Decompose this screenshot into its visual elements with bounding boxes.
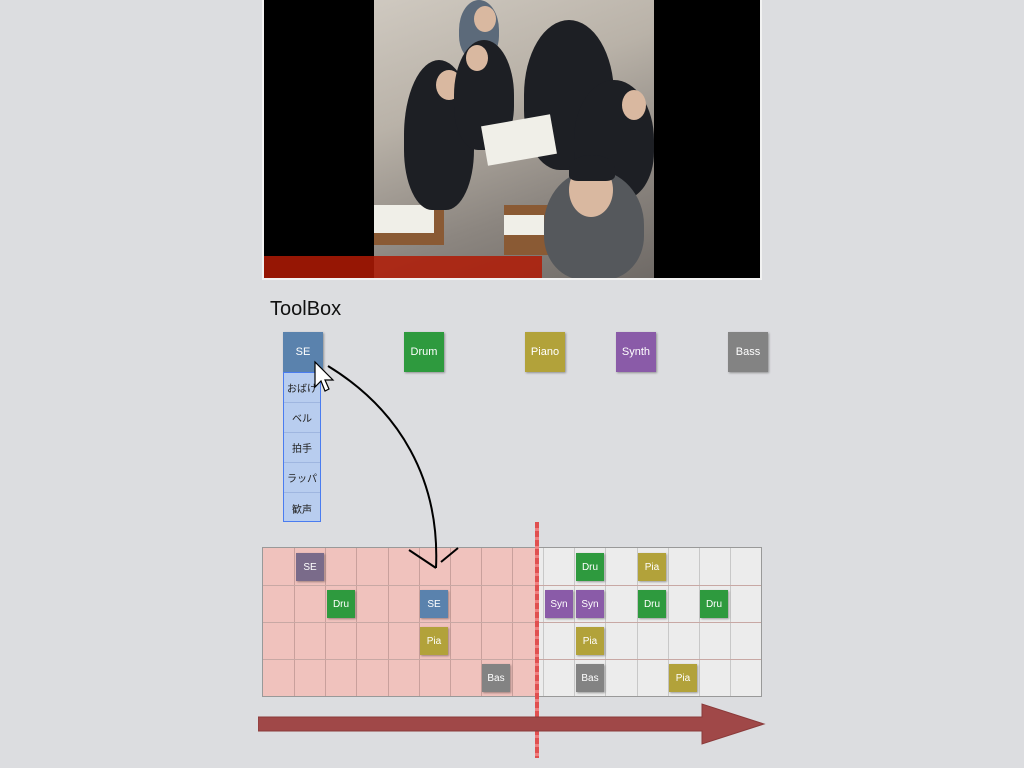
timeline-clip[interactable]: Dru <box>700 590 728 618</box>
tool-drum-button[interactable]: Drum <box>404 332 444 372</box>
playback-progress-fill[interactable] <box>264 256 542 278</box>
time-direction-arrow <box>258 703 766 745</box>
timeline-clip[interactable]: Pia <box>420 627 448 655</box>
timeline-clip[interactable]: Bas <box>576 664 604 692</box>
tool-piano-button[interactable]: Piano <box>525 332 565 372</box>
se-dropdown-menu: おばけ ベル 拍手 ラッパ 歓声 <box>283 372 321 522</box>
playhead-marker[interactable] <box>535 522 539 758</box>
timeline-clip[interactable]: Bas <box>482 664 510 692</box>
timeline-clip[interactable]: Syn <box>576 590 604 618</box>
timeline-clip[interactable]: Pia <box>638 553 666 581</box>
timeline-clip[interactable]: Pia <box>669 664 697 692</box>
timeline-clip[interactable]: SE <box>296 553 324 581</box>
se-menu-item-obake[interactable]: おばけ <box>284 373 320 403</box>
timeline-clip[interactable]: Dru <box>576 553 604 581</box>
tool-bass-button[interactable]: Bass <box>728 332 768 372</box>
se-menu-item-trumpet[interactable]: ラッパ <box>284 463 320 493</box>
tool-synth-button[interactable]: Synth <box>616 332 656 372</box>
se-menu-item-cheer[interactable]: 歓声 <box>292 504 312 516</box>
se-menu-item-clap[interactable]: 拍手 <box>284 433 320 463</box>
timeline-clip[interactable]: Syn <box>545 590 573 618</box>
timeline-clip[interactable]: Pia <box>576 627 604 655</box>
timeline-clip[interactable]: Dru <box>327 590 355 618</box>
video-player[interactable] <box>262 0 762 280</box>
toolbox-title: ToolBox <box>270 298 342 320</box>
video-frame-image <box>374 0 654 278</box>
timeline-clip[interactable]: SE <box>420 590 448 618</box>
tool-se-button[interactable]: SE <box>283 332 323 372</box>
drag-path-arrow <box>327 365 438 569</box>
timeline-clip[interactable]: Dru <box>638 590 666 618</box>
se-menu-item-bell[interactable]: ベル <box>284 403 320 433</box>
